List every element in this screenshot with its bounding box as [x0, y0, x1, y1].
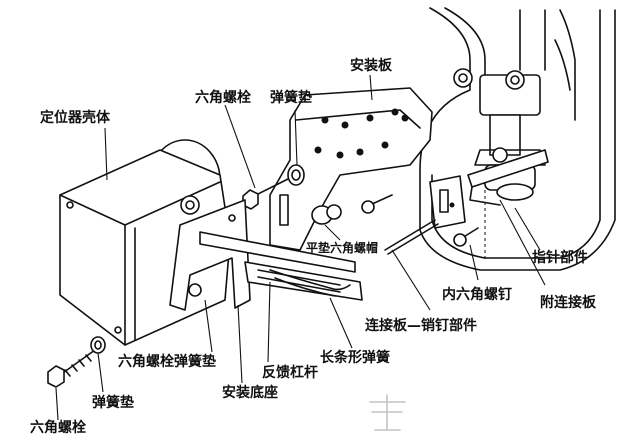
socket-screw [453, 227, 479, 247]
pointer-part [467, 147, 549, 206]
long-strip-spring [269, 269, 351, 297]
watermark-mark [369, 394, 406, 431]
alignment-dashes [469, 190, 501, 260]
hex-bolt-bottom-shape [47, 336, 106, 388]
flat-washer-hex-nut-shape [311, 204, 342, 225]
mounting-plate-shape [269, 87, 433, 251]
label-spring-washer-bottom: 弹簧垫 [92, 395, 134, 411]
label-hex-bolt-top: 六角螺栓 [195, 90, 251, 106]
attached-plate [429, 175, 466, 229]
label-housing: 定位器壳体 [40, 110, 110, 126]
pin [384, 219, 436, 251]
label-mounting-plate: 安装板 [350, 58, 392, 74]
label-pointer-part: 指针部件 [532, 250, 588, 266]
label-hex-bolt-spring-washer: 六角螺栓弹簧垫 [118, 354, 216, 370]
label-socket-screw: 内六角螺钉 [442, 287, 512, 303]
label-connector-pin-part: 连接板—销钉部件 [365, 318, 477, 334]
label-hex-bolt-bottom: 六角螺栓 [30, 420, 86, 436]
label-mounting-base: 安装底座 [222, 385, 278, 401]
label-attached-plate: 附连接板 [540, 295, 596, 311]
label-spring-washer-top: 弹簧垫 [270, 90, 312, 106]
label-long-spring: 长条形弹簧 [320, 350, 390, 366]
label-feedback-lever: 反馈杠杆 [262, 365, 318, 381]
mounting-base-shape [169, 199, 251, 311]
hex-bolt-top-shape [242, 164, 305, 210]
leader-lines [55, 74, 546, 421]
small-screw [361, 194, 393, 214]
label-flat-washer-hex-nut: 平垫六角螺帽 [306, 241, 379, 255]
valve-yoke [419, 7, 616, 271]
